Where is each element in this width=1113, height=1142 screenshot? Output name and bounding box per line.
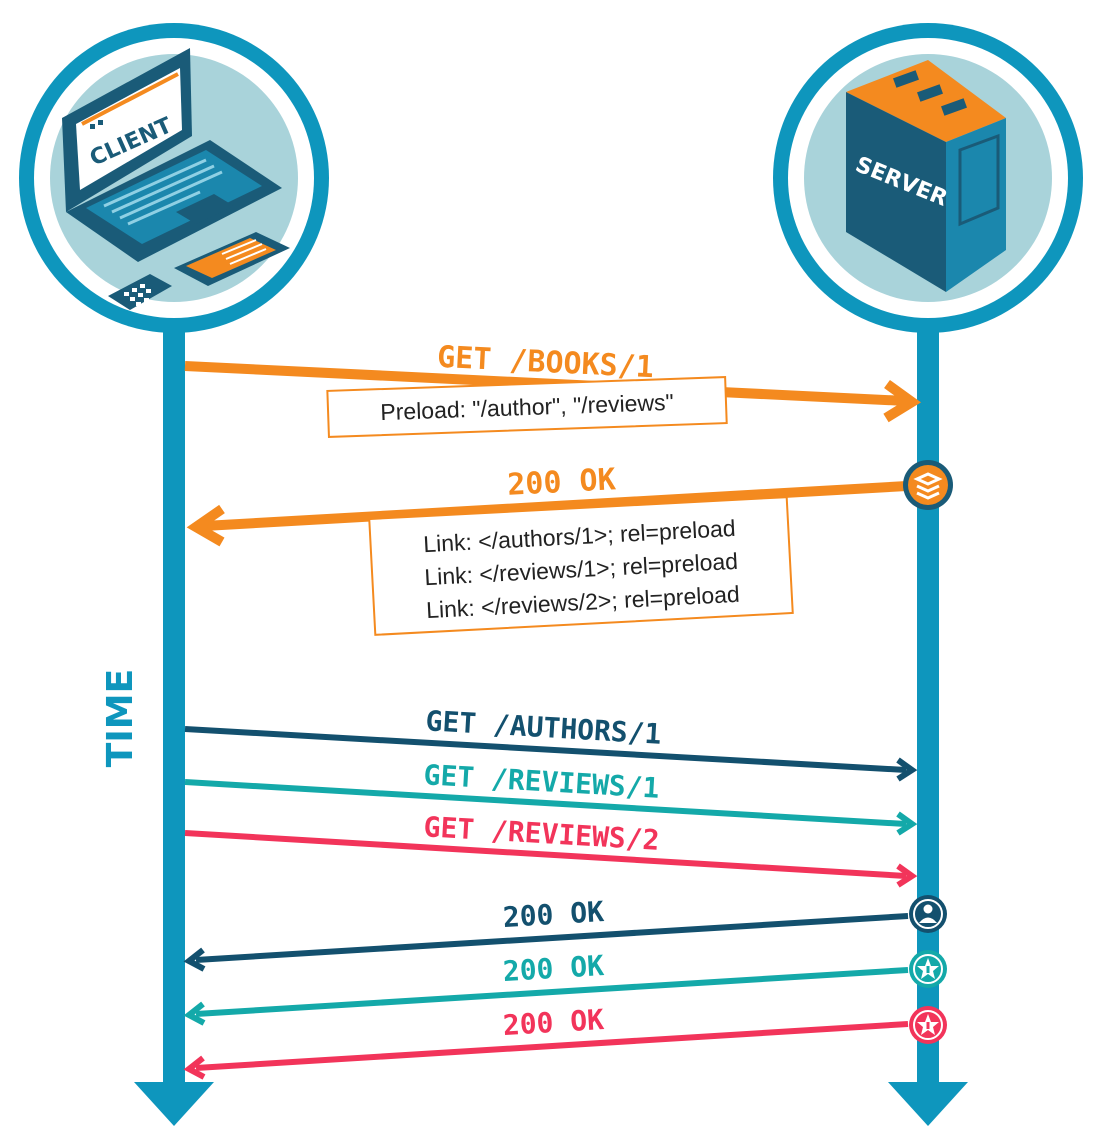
message-ok-authors: 200 OK — [183, 895, 947, 972]
message-label: 200 OK — [502, 895, 605, 934]
message-label: 200 OK — [502, 1003, 605, 1042]
client-timeline — [134, 330, 214, 1126]
preload-note: Preload: "/author", "/reviews" — [326, 376, 728, 438]
message-get-reviews-2: GET /REVIEWS/2 — [184, 810, 918, 888]
message-ok-reviews-1: 200 OK — [183, 949, 947, 1026]
star-badge-icon — [909, 950, 947, 988]
message-get-reviews-1: GET /REVIEWS/1 — [184, 758, 918, 836]
user-icon — [909, 895, 947, 933]
stack-icon — [903, 460, 953, 510]
message-ok-books: 200 OK Link: </authors/1>; rel=preload L… — [186, 460, 953, 636]
message-ok-reviews-2: 200 OK — [183, 1003, 947, 1080]
message-label: 200 OK — [502, 949, 605, 988]
laptop-tablet-phone-icon: CLIENT — [62, 48, 290, 310]
client-actor: CLIENT — [19, 23, 329, 333]
time-axis-label: TIME — [100, 669, 141, 767]
message-label: 200 OK — [506, 462, 616, 503]
message-get-books: GET /BOOKS/1 Preload: "/author", "/revie… — [184, 340, 922, 438]
server-tower-icon: SERVER — [846, 60, 1006, 292]
star-badge-icon — [909, 1006, 947, 1044]
server-actor: SERVER — [773, 23, 1083, 333]
link-note: Link: </authors/1>; rel=preload Link: </… — [368, 496, 794, 636]
